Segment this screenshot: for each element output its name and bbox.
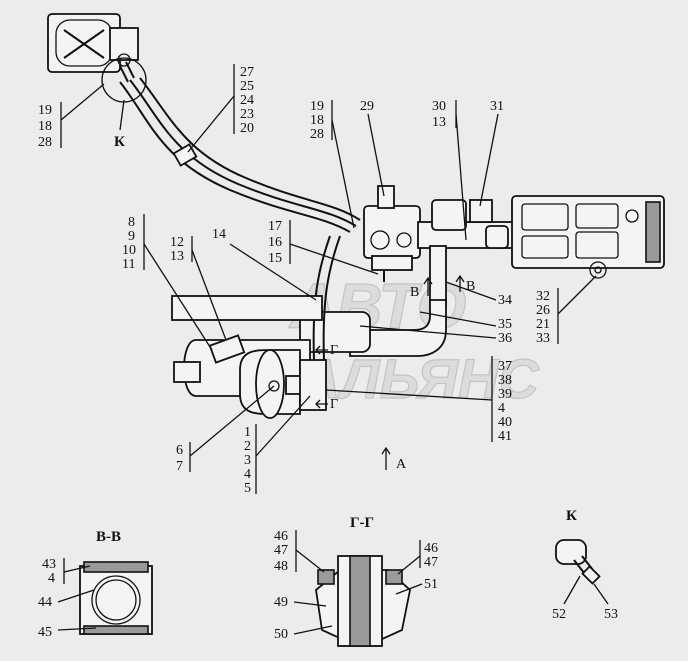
callout-27-20: 27 25 24 23 20 — [187, 64, 254, 153]
callout-50: 50 — [274, 627, 288, 642]
section-bb: В-В 43 4 44 45 — [38, 529, 153, 640]
callout-30-13: 30 13 — [432, 99, 467, 241]
svg-text:1: 1 — [244, 425, 251, 440]
svg-text:47: 47 — [274, 543, 288, 558]
callout-35-36: 35 36 — [359, 311, 512, 346]
pipe-right — [417, 199, 519, 249]
svg-text:13: 13 — [170, 249, 184, 264]
callout-31: 31 — [490, 99, 504, 114]
section-bb-title: В-В — [96, 529, 121, 545]
svg-text:33: 33 — [536, 331, 550, 346]
svg-text:39: 39 — [498, 387, 512, 402]
callout-46-47: 46 47 — [397, 540, 438, 575]
svg-text:15: 15 — [268, 251, 282, 266]
section-gg: Г-Г 46 47 48 46 47 51 49 50 — [274, 515, 438, 647]
section-gg-title: Г-Г — [350, 515, 374, 531]
callout-52: 52 — [552, 607, 566, 622]
svg-text:18: 18 — [310, 113, 324, 128]
svg-text:8: 8 — [128, 215, 135, 230]
svg-text:4: 4 — [48, 571, 55, 586]
svg-text:21: 21 — [536, 317, 550, 332]
svg-text:5: 5 — [244, 481, 251, 496]
svg-text:36: 36 — [498, 331, 512, 346]
section-k: К 52 53 — [552, 508, 618, 622]
svg-text:48: 48 — [274, 559, 288, 574]
section-mark-g-bottom: Г — [330, 397, 338, 412]
svg-text:35: 35 — [498, 317, 512, 332]
svg-text:4: 4 — [498, 401, 505, 416]
heater-box — [511, 195, 665, 279]
svg-text:46: 46 — [274, 529, 288, 544]
svg-text:27: 27 — [240, 65, 254, 80]
svg-text:40: 40 — [498, 415, 512, 430]
svg-text:28: 28 — [310, 127, 324, 142]
svg-text:2: 2 — [244, 439, 251, 454]
callouts: 19 18 28 К 27 25 24 23 20 19 18 28 29 — [38, 64, 597, 496]
valve-block — [363, 185, 421, 282]
svg-text:20: 20 — [240, 121, 254, 136]
svg-text:6: 6 — [176, 443, 183, 458]
callout-32-33: 32 26 21 33 — [536, 275, 597, 346]
flange-unit — [47, 13, 147, 103]
svg-text:18: 18 — [38, 119, 52, 134]
svg-text:24: 24 — [240, 93, 254, 108]
label-k-main: К — [114, 134, 125, 150]
callout-53: 53 — [604, 607, 618, 622]
svg-text:28: 28 — [38, 135, 52, 150]
svg-text:16: 16 — [268, 235, 282, 250]
callout-29: 29 — [360, 99, 374, 114]
elbow-pipe — [299, 245, 447, 357]
callout-6-7: 6 7 — [176, 385, 275, 474]
svg-text:38: 38 — [498, 373, 512, 388]
svg-text:13: 13 — [432, 115, 446, 130]
svg-text:19: 19 — [310, 99, 324, 114]
section-mark-b-right: В — [466, 279, 475, 294]
svg-text:7: 7 — [176, 459, 183, 474]
section-mark-g-top: Г — [330, 343, 338, 358]
callout-14: 14 — [212, 227, 226, 242]
callout-43-4: 43 4 — [42, 557, 91, 586]
section-mark-a: А — [396, 457, 407, 472]
svg-text:41: 41 — [498, 429, 512, 444]
svg-text:3: 3 — [244, 453, 251, 468]
svg-text:30: 30 — [432, 99, 446, 114]
section-mark-b-left: В — [410, 285, 419, 300]
svg-text:12: 12 — [170, 235, 184, 250]
svg-text:4: 4 — [244, 467, 251, 482]
svg-text:23: 23 — [240, 107, 254, 122]
callout-8-11: 8 9 10 11 — [122, 214, 213, 351]
watermark-line-2: АЛЬЯНС — [298, 347, 540, 410]
callout-45: 45 — [38, 625, 52, 640]
svg-text:32: 32 — [536, 289, 550, 304]
callout-19-18-28-left: 19 18 28 — [38, 83, 105, 150]
callout-49: 49 — [274, 595, 288, 610]
svg-text:26: 26 — [536, 303, 550, 318]
callout-44: 44 — [38, 595, 52, 610]
callout-34: 34 — [498, 293, 512, 308]
svg-text:43: 43 — [42, 557, 56, 572]
callout-1-5: 1 2 3 4 5 — [244, 395, 311, 496]
callout-37-41: 37 38 39 4 40 41 — [325, 356, 512, 444]
svg-text:11: 11 — [122, 257, 135, 272]
section-k-title: К — [566, 508, 577, 524]
motor — [239, 349, 327, 419]
callout-51: 51 — [424, 577, 438, 592]
svg-text:19: 19 — [38, 103, 52, 118]
svg-text:47: 47 — [424, 555, 438, 570]
callout-12-13: 12 13 — [170, 235, 227, 341]
svg-text:10: 10 — [122, 243, 136, 258]
svg-text:37: 37 — [498, 359, 512, 374]
callout-46-48: 46 47 48 — [274, 529, 325, 574]
svg-text:9: 9 — [128, 229, 135, 244]
svg-text:46: 46 — [424, 541, 438, 556]
callout-17-15: 17 16 15 — [268, 219, 379, 275]
svg-text:17: 17 — [268, 219, 282, 234]
callout-19-18-28-mid: 19 18 28 — [310, 99, 355, 229]
svg-text:25: 25 — [240, 79, 254, 94]
